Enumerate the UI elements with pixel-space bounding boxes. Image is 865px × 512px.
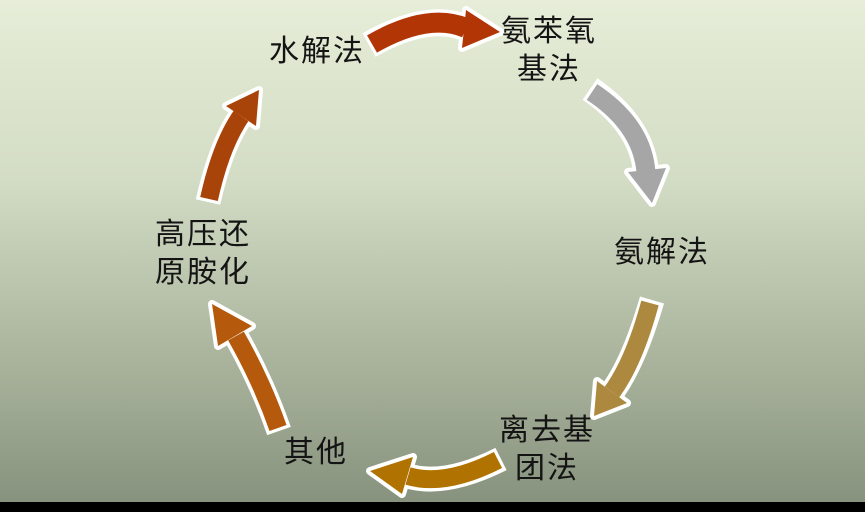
arrow-ammonolysis-to-leaving-group <box>590 296 665 420</box>
arrow-hydrolysis-to-ammonia-phenoxy <box>362 6 504 57</box>
node-label-leaving-group: 离去基 团法 <box>499 414 595 485</box>
node-label-ammonia-phenoxy: 氨苯氧 基法 <box>501 15 597 86</box>
arrow-other-to-high-pressure-reductive-amination <box>208 300 291 436</box>
node-label-ammonolysis: 氨解法 <box>614 236 710 269</box>
arrow-leaving-group-to-other <box>366 447 507 498</box>
node-label-hydrolysis: 水解法 <box>269 35 365 68</box>
node-label-other: 其他 <box>284 436 348 469</box>
arrow-high-pressure-reductive-amination-to-hydrolysis <box>195 86 263 205</box>
bottom-letterbox-bar <box>0 502 865 512</box>
arrow-ammonia-phenoxy-to-ammonolysis <box>582 78 670 207</box>
node-label-high-pressure-reductive-amination: 高压还 原胺化 <box>155 218 251 289</box>
